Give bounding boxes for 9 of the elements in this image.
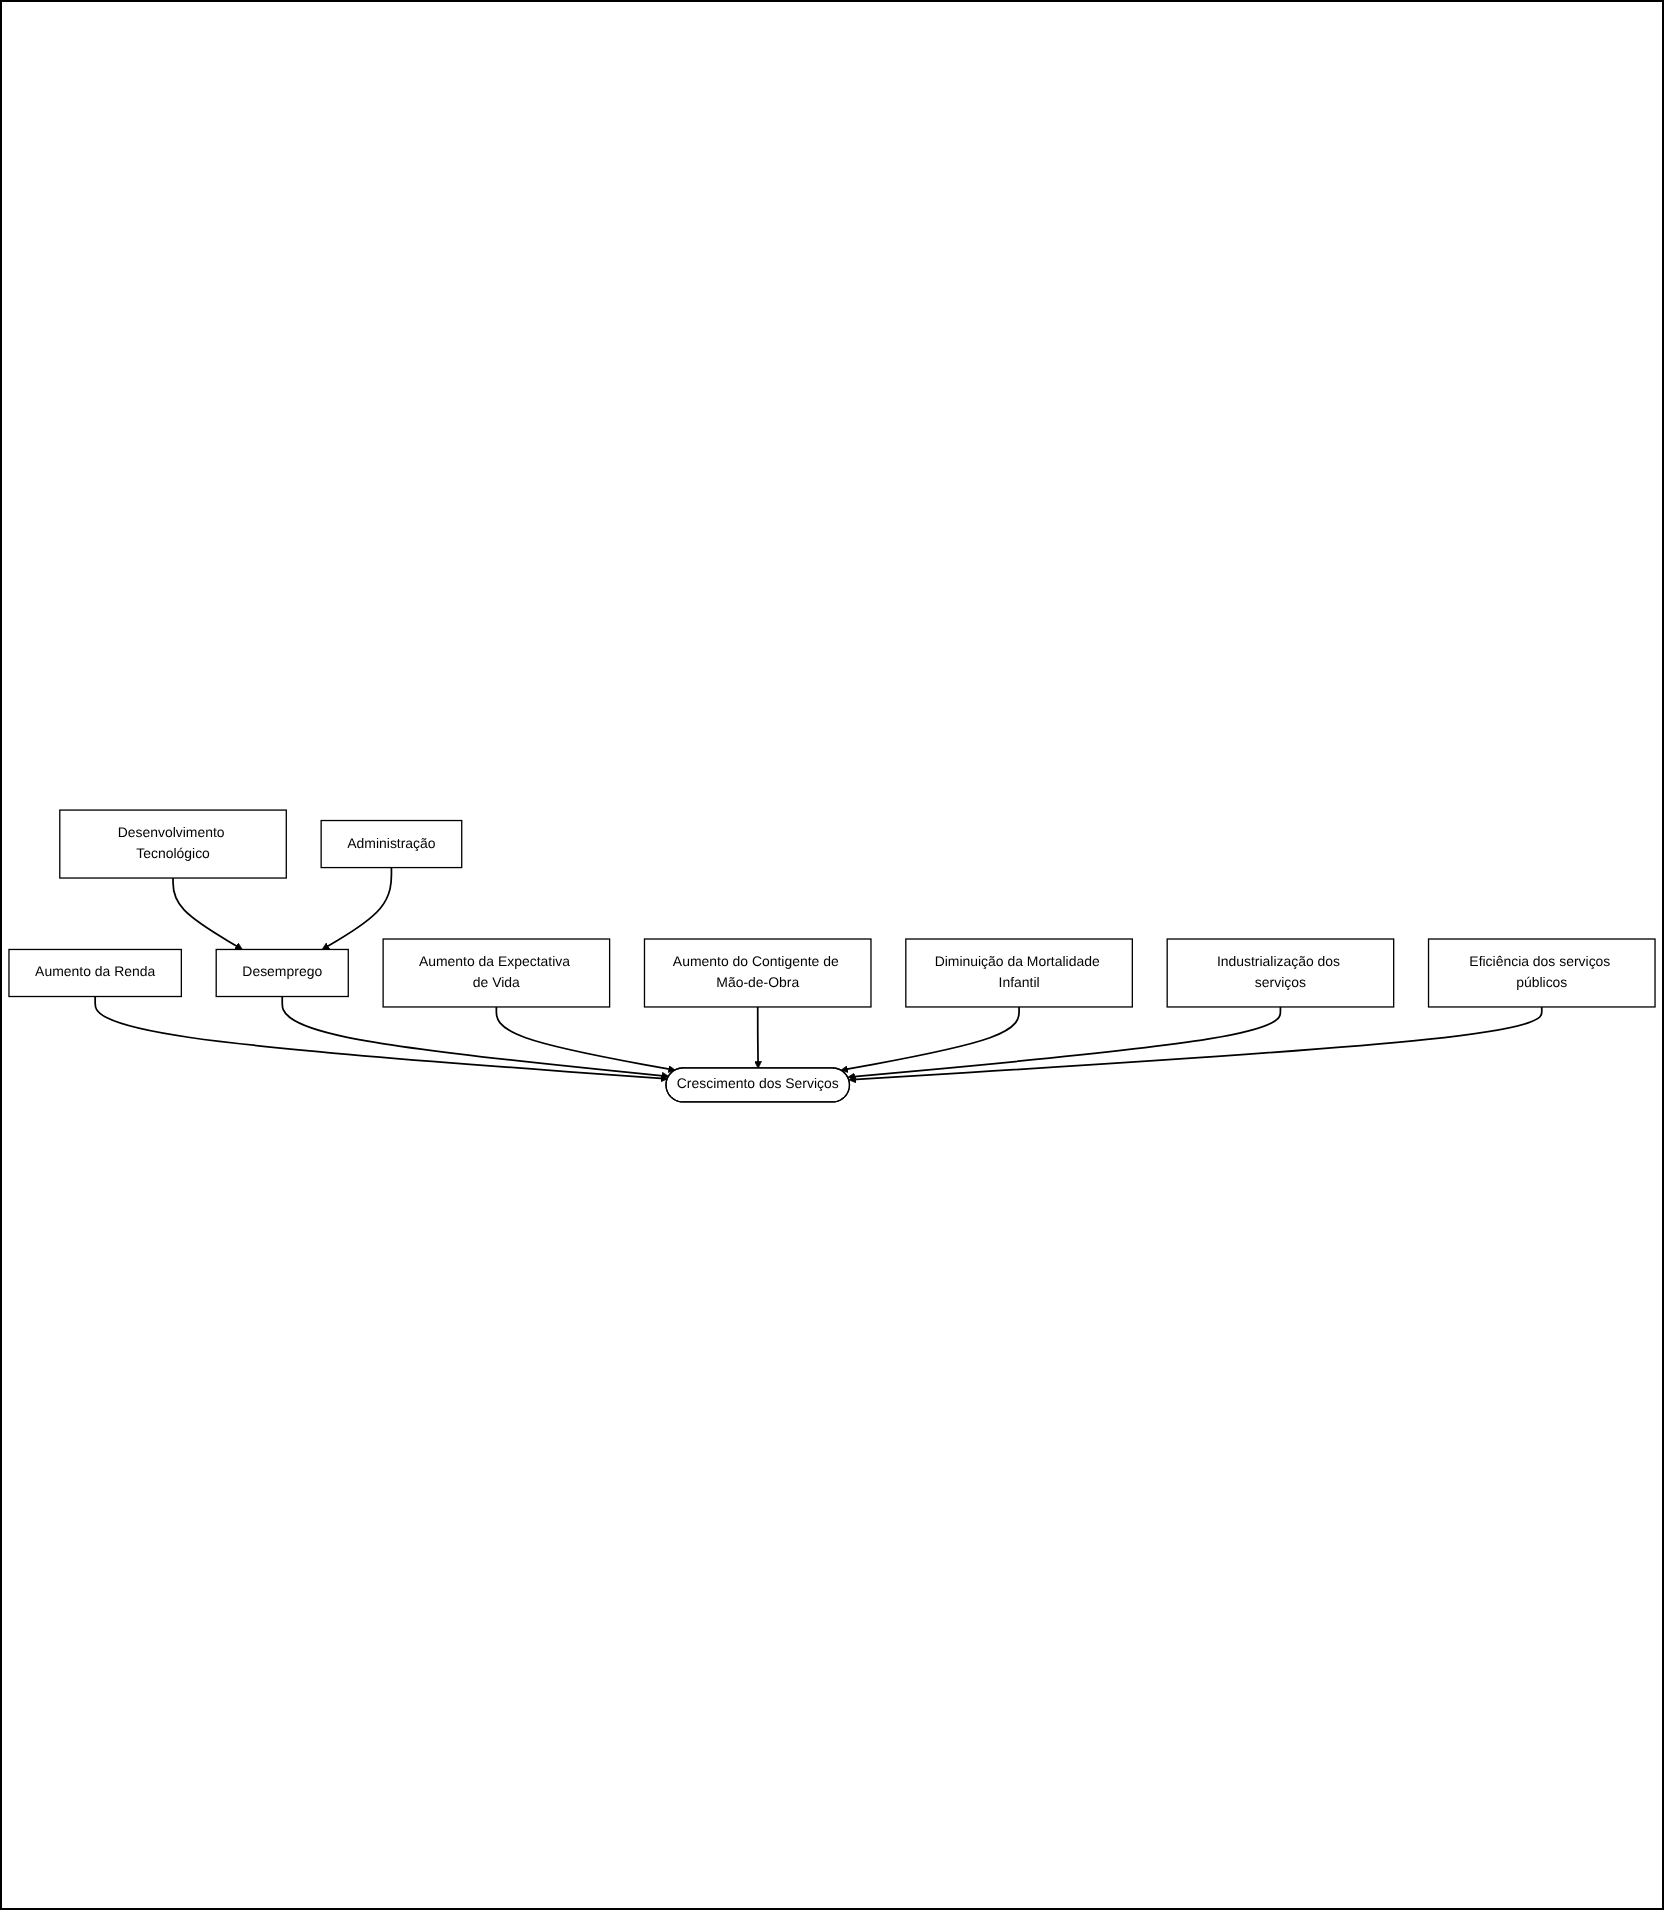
arrow [848, 1005, 1543, 1083]
arrow [754, 1005, 762, 1068]
arrow [847, 1005, 1282, 1080]
arrow [840, 1005, 1020, 1072]
arrow [94, 994, 669, 1082]
arrow [495, 1005, 676, 1072]
arrow [172, 876, 243, 949]
arrow [321, 865, 393, 949]
arrow [281, 994, 670, 1079]
